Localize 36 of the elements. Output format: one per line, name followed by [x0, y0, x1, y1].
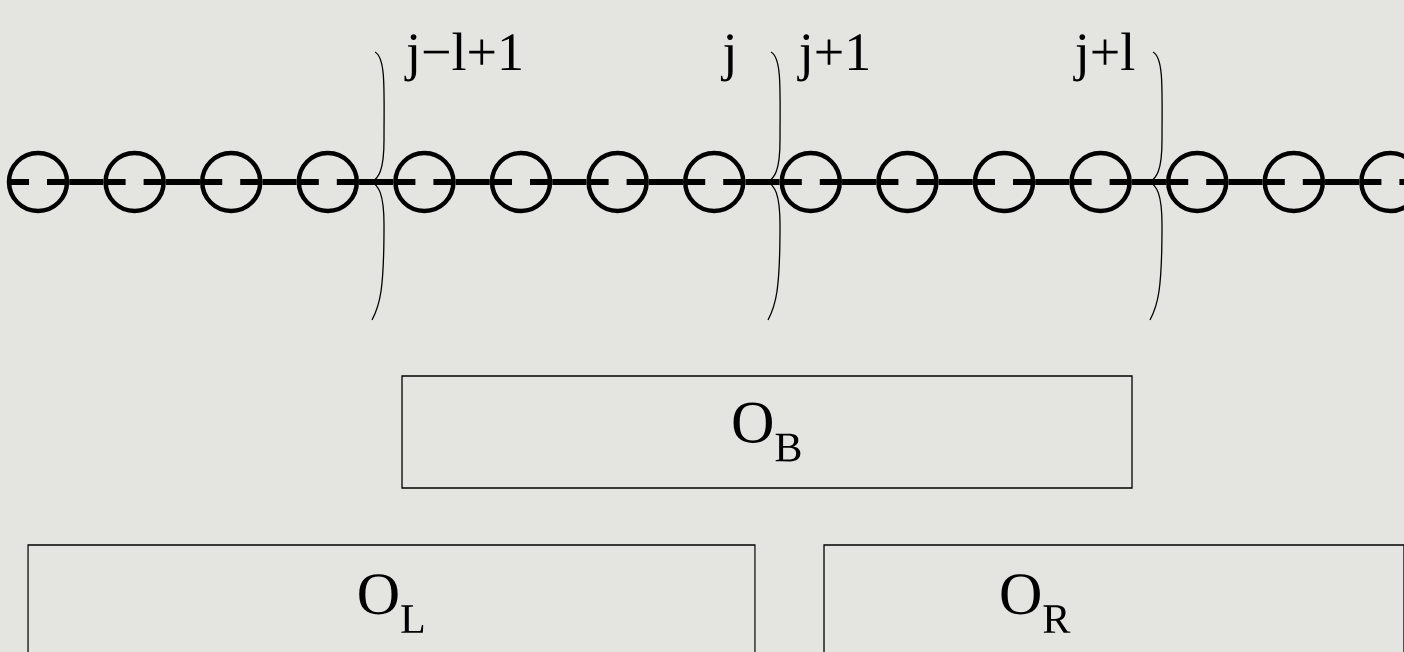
- circle: [972, 150, 1036, 214]
- chain-link: [1325, 179, 1360, 185]
- chain-link: [69, 179, 104, 185]
- circle: [682, 150, 746, 214]
- circle: [1262, 150, 1326, 214]
- chain-link: [262, 179, 297, 185]
- box: O$_{R}$: [823, 544, 1404, 652]
- circle: [6, 150, 70, 214]
- chain-link: [1228, 179, 1263, 185]
- circle: [779, 150, 843, 214]
- circle: [489, 150, 553, 214]
- chain-link: [359, 179, 394, 185]
- chain-link: [1131, 179, 1166, 185]
- box: O$_{L}$: [27, 544, 756, 652]
- circle: [1359, 150, 1404, 214]
- index-label: j+l: [1073, 32, 1135, 82]
- circle: [586, 150, 649, 214]
- box: O$_{B}$: [401, 375, 1133, 489]
- circle: [393, 150, 456, 214]
- circle: [876, 150, 939, 214]
- circle: [296, 150, 360, 214]
- circle: [1069, 150, 1132, 214]
- chain-link: [165, 179, 200, 185]
- chain-link: [648, 179, 683, 185]
- chain-link: [842, 179, 877, 185]
- circle: [103, 150, 166, 214]
- chain-link: [552, 179, 587, 185]
- chain-link: [455, 179, 490, 185]
- chain-link: [1035, 179, 1070, 185]
- chain-link: [938, 179, 973, 185]
- circle: [199, 150, 263, 214]
- circle: [1165, 150, 1229, 214]
- index-label: j+1: [797, 34, 868, 82]
- index-label: j−l+1: [404, 32, 521, 82]
- chain-link: [745, 179, 780, 185]
- index-label: j: [720, 34, 733, 82]
